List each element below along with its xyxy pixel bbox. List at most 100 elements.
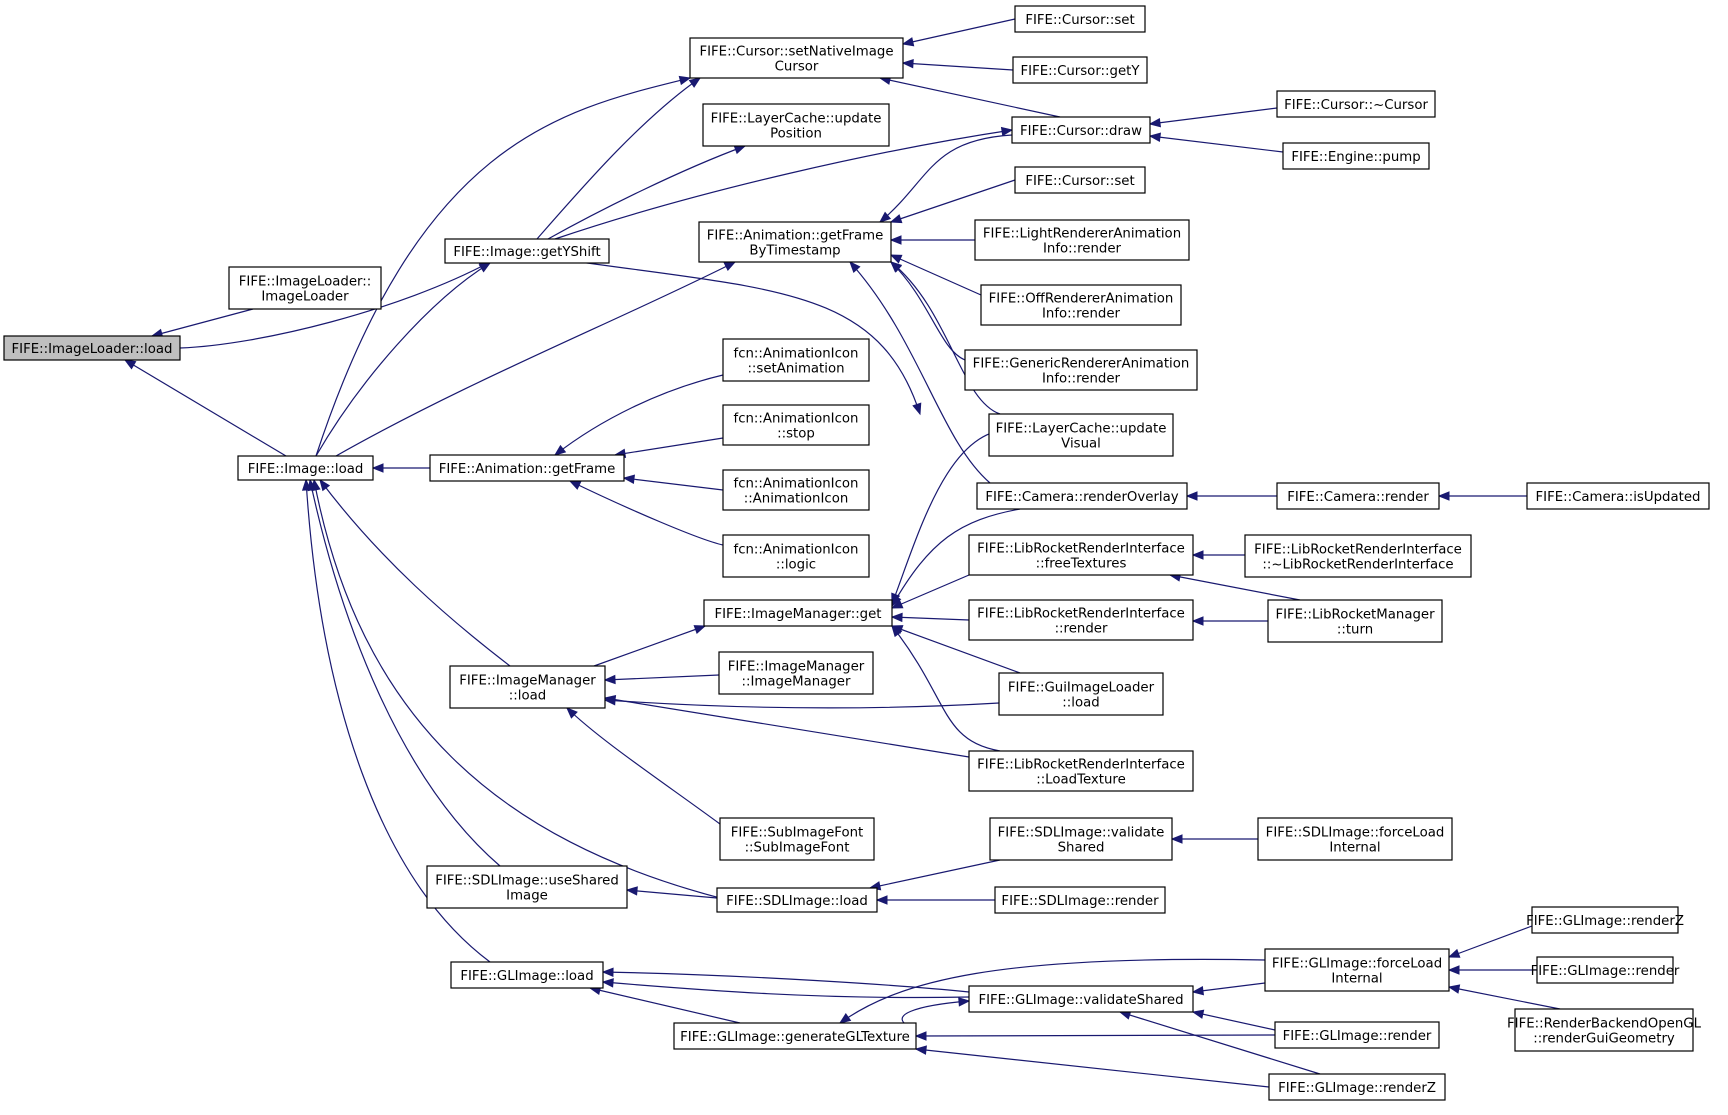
- node-label: fcn::AnimationIcon: [734, 347, 859, 362]
- graph-node[interactable]: FIFE::RenderBackendOpenGL::renderGuiGeom…: [1507, 1008, 1702, 1052]
- edge-n8-to-n10: [1148, 132, 1284, 153]
- graph-node[interactable]: fcn::AnimationIcon::logic: [722, 534, 870, 578]
- graph-node[interactable]: FIFE::GLImage::render: [1274, 1021, 1440, 1049]
- graph-node[interactable]: FIFE::LibRocketManager::turn: [1267, 599, 1443, 643]
- node-box: [228, 266, 382, 310]
- node-label: FIFE::ImageManager::get: [714, 607, 881, 622]
- edge-n25-to-n22: [891, 508, 1021, 608]
- graph-node[interactable]: FIFE::SDLImage::render: [994, 886, 1166, 914]
- graph-node[interactable]: FIFE::Camera::isUpdated: [1526, 482, 1710, 510]
- edge-line: [547, 145, 746, 240]
- edge-n26-to-n27: [1191, 550, 1245, 560]
- node-label: Internal: [1329, 841, 1380, 856]
- edge-n3-to-n40: [301, 478, 491, 963]
- graph-node[interactable]: FIFE::ImageManager::load: [449, 665, 606, 709]
- graph-node[interactable]: FIFE::SDLImage::validateShared: [989, 817, 1173, 861]
- edge-n3-to-n38: [311, 478, 721, 899]
- edge-n25-to-n33: [891, 624, 1001, 752]
- node-label: FIFE::GLImage::load: [460, 969, 593, 984]
- graph-node[interactable]: FIFE::GLImage::renderZ: [1268, 1073, 1446, 1101]
- graph-node[interactable]: FIFE::SubImageFont::SubImageFont: [719, 817, 875, 861]
- graph-node[interactable]: FIFE::GenericRendererAnimationInfo::rend…: [964, 349, 1198, 391]
- graph-node[interactable]: FIFE::ImageManager::get: [703, 599, 893, 627]
- node-box: [719, 817, 875, 861]
- node-label: FIFE::ImageManager: [728, 660, 865, 675]
- graph-node[interactable]: FIFE::GLImage::validateShared: [968, 985, 1194, 1013]
- node-label: ::logic: [776, 558, 816, 573]
- edge-line: [124, 359, 287, 457]
- graph-node[interactable]: FIFE::LibRocketRenderInterface::LoadText…: [968, 750, 1194, 792]
- node-label: Info::render: [1042, 307, 1121, 322]
- graph-node[interactable]: FIFE::GLImage::load: [450, 961, 604, 989]
- edge-line: [626, 889, 718, 899]
- node-label: FIFE::Camera::isUpdated: [1536, 490, 1701, 505]
- node-box: [703, 599, 893, 627]
- graph-node[interactable]: FIFE::Cursor::set: [1014, 5, 1146, 33]
- graph-node[interactable]: FIFE::ImageLoader::ImageLoader: [228, 266, 382, 310]
- graph-node[interactable]: FIFE::GLImage::render: [1531, 956, 1680, 984]
- graph-node[interactable]: FIFE::Cursor::getY: [1012, 56, 1148, 84]
- graph-node[interactable]: FIFE::Cursor::draw: [1011, 116, 1151, 144]
- node-label: FIFE::Cursor::~Cursor: [1284, 98, 1428, 113]
- node-label: ::ImageManager: [742, 675, 851, 690]
- graph-node[interactable]: FIFE::SDLImage::load: [716, 887, 878, 913]
- graph-node[interactable]: FIFE::ImageLoader::load: [3, 335, 181, 361]
- arrowhead: [1191, 550, 1204, 560]
- edge-n12-to-n13: [889, 235, 975, 245]
- graph-node[interactable]: FIFE::Animation::getFrame: [429, 454, 625, 482]
- graph-node[interactable]: fcn::AnimationIcon::stop: [722, 404, 870, 446]
- edge-n4-to-n7: [901, 58, 1014, 71]
- arrowhead: [1191, 616, 1204, 626]
- node-box: [1282, 142, 1430, 170]
- node-label: ::setAnimation: [747, 362, 844, 377]
- graph-node[interactable]: FIFE::GuiImageLoader::load: [998, 672, 1164, 716]
- node-label: FIFE::GLImage::validateShared: [978, 993, 1183, 1008]
- graph-node[interactable]: FIFE::LibRocketRenderInterface::~LibRock…: [1244, 534, 1472, 578]
- graph-node[interactable]: FIFE::Image::load: [237, 455, 374, 481]
- edge-n17-to-n18: [553, 374, 724, 456]
- node-box: [989, 817, 1173, 861]
- node-label: Cursor: [775, 60, 819, 75]
- graph-node[interactable]: FIFE::GLImage::renderZ: [1526, 906, 1684, 934]
- graph-node[interactable]: FIFE::GLImage::generateGLTexture: [673, 1022, 917, 1050]
- arrowhead: [889, 214, 903, 224]
- edge-n12-to-n16: [889, 261, 1001, 415]
- graph-node[interactable]: FIFE::Cursor::~Cursor: [1276, 90, 1436, 118]
- node-label: FIFE::LayerCache::update: [996, 422, 1167, 437]
- graph-node[interactable]: FIFE::Image::getYShift: [444, 238, 610, 264]
- graph-node[interactable]: FIFE::Camera::render: [1276, 482, 1440, 510]
- node-box: [673, 1022, 917, 1050]
- node-label: FIFE::RenderBackendOpenGL: [1507, 1017, 1702, 1032]
- arrowhead: [371, 463, 384, 473]
- graph-node[interactable]: FIFE::Camera::renderOverlay: [976, 482, 1188, 510]
- arrowhead: [603, 695, 617, 705]
- graph-node[interactable]: fcn::AnimationIcon::setAnimation: [722, 338, 870, 382]
- graph-node[interactable]: FIFE::LibRocketRenderInterface::freeText…: [968, 534, 1194, 576]
- arrowhead: [958, 997, 971, 1007]
- node-label: FIFE::Engine::pump: [1291, 150, 1420, 165]
- edge-n41-to-n47: [1191, 1009, 1276, 1031]
- node-box: [1526, 482, 1710, 510]
- node-label: FIFE::SDLImage::useShared: [435, 874, 619, 889]
- graph-node[interactable]: FIFE::Cursor::set: [1014, 166, 1146, 194]
- node-label: Info::render: [1043, 242, 1122, 257]
- node-box: [974, 219, 1190, 261]
- node-label: FIFE::Image::getYShift: [453, 245, 600, 260]
- arrowhead: [601, 978, 614, 988]
- edge-line: [179, 261, 491, 349]
- graph-node[interactable]: FIFE::Engine::pump: [1282, 142, 1430, 170]
- edge-line: [569, 480, 724, 546]
- graph-node[interactable]: FIFE::ImageManager::ImageManager: [718, 651, 874, 695]
- graph-node[interactable]: fcn::AnimationIcon::AnimationIcon: [722, 469, 870, 511]
- graph-node[interactable]: FIFE::LibRocketRenderInterface::render: [968, 599, 1194, 641]
- node-label: FIFE::Animation::getFrame: [707, 229, 884, 244]
